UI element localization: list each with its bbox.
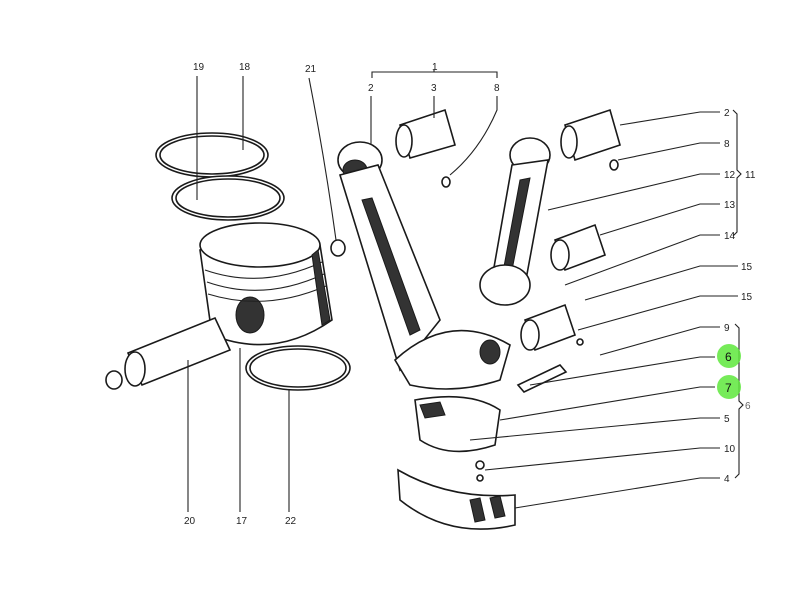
label-11: 11 <box>745 170 756 181</box>
piston-pin <box>105 239 346 390</box>
label-4: 4 <box>724 474 730 485</box>
piston-rings <box>155 132 351 391</box>
label-7-highlighted[interactable]: 7 <box>725 381 732 395</box>
piston <box>199 222 333 346</box>
label-8: 8 <box>494 83 500 94</box>
label-9: 9 <box>724 323 730 334</box>
highlight-7[interactable]: 7 <box>717 375 741 399</box>
label-2: 2 <box>368 83 374 94</box>
label-22: 22 <box>285 516 297 527</box>
bushing-top <box>395 108 456 188</box>
label-8-right: 8 <box>724 139 730 150</box>
highlight-6[interactable]: 6 <box>717 344 741 368</box>
label-13: 13 <box>724 200 736 211</box>
label-17: 17 <box>236 516 248 527</box>
label-15a: 15 <box>741 262 753 273</box>
connecting-rod-right <box>475 108 621 482</box>
label-10: 10 <box>724 444 736 455</box>
label-1: 1 <box>432 62 438 73</box>
label-19: 19 <box>193 62 205 73</box>
label-5: 5 <box>724 414 730 425</box>
label-3: 3 <box>431 83 437 94</box>
label-6-group: 6 <box>745 401 751 412</box>
label-18: 18 <box>239 62 251 73</box>
label-6-highlighted[interactable]: 6 <box>725 350 732 364</box>
label-14: 14 <box>724 231 736 242</box>
label-15b: 15 <box>741 292 753 303</box>
label-12: 12 <box>724 170 736 181</box>
leader-lines <box>187 70 744 512</box>
connecting-rod-left <box>337 141 516 530</box>
label-2-right: 2 <box>724 108 730 119</box>
label-20: 20 <box>184 516 196 527</box>
label-21: 21 <box>305 64 317 75</box>
